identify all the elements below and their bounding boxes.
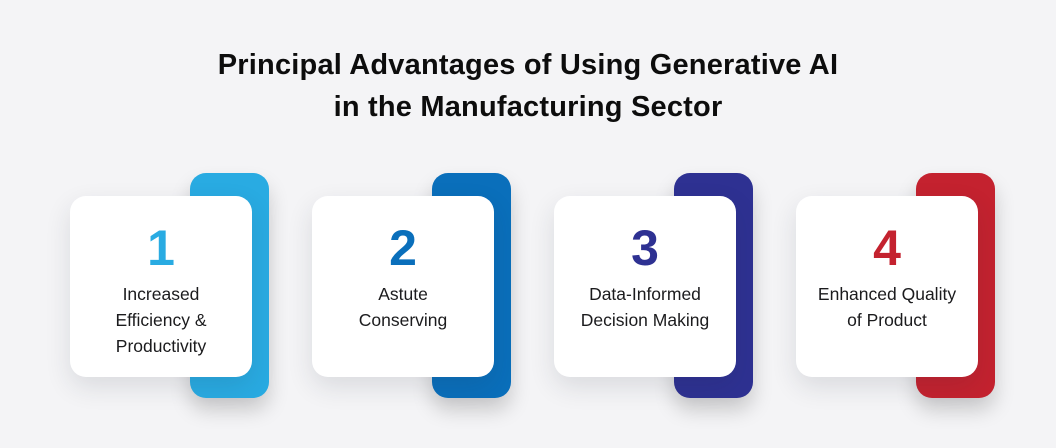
card-number: 2 — [389, 220, 417, 276]
card-number: 4 — [873, 220, 901, 276]
advantages-row: 1 Increased Efficiency & Productivity 2 … — [70, 173, 995, 398]
card-panel: 4 Enhanced Quality of Product — [796, 196, 978, 377]
page-title: Principal Advantages of Using Generative… — [217, 49, 839, 123]
card-panel: 2 Astute Conserving — [312, 196, 494, 377]
advantage-card-4: 4 Enhanced Quality of Product — [796, 173, 995, 398]
card-label: Enhanced Quality of Product — [817, 284, 957, 330]
card-number: 1 — [147, 220, 175, 276]
card-number: 3 — [631, 220, 659, 276]
card-label: Increased Efficiency & Productivity — [115, 284, 207, 356]
card-panel: 1 Increased Efficiency & Productivity — [70, 196, 252, 377]
advantage-card-2: 2 Astute Conserving — [312, 173, 511, 398]
advantage-card-3: 3 Data-Informed Decision Making — [554, 173, 753, 398]
card-label: Astute Conserving — [358, 284, 448, 330]
card-label: Data-Informed Decision Making — [580, 284, 710, 330]
advantage-card-1: 1 Increased Efficiency & Productivity — [70, 173, 269, 398]
card-panel: 3 Data-Informed Decision Making — [554, 196, 736, 377]
